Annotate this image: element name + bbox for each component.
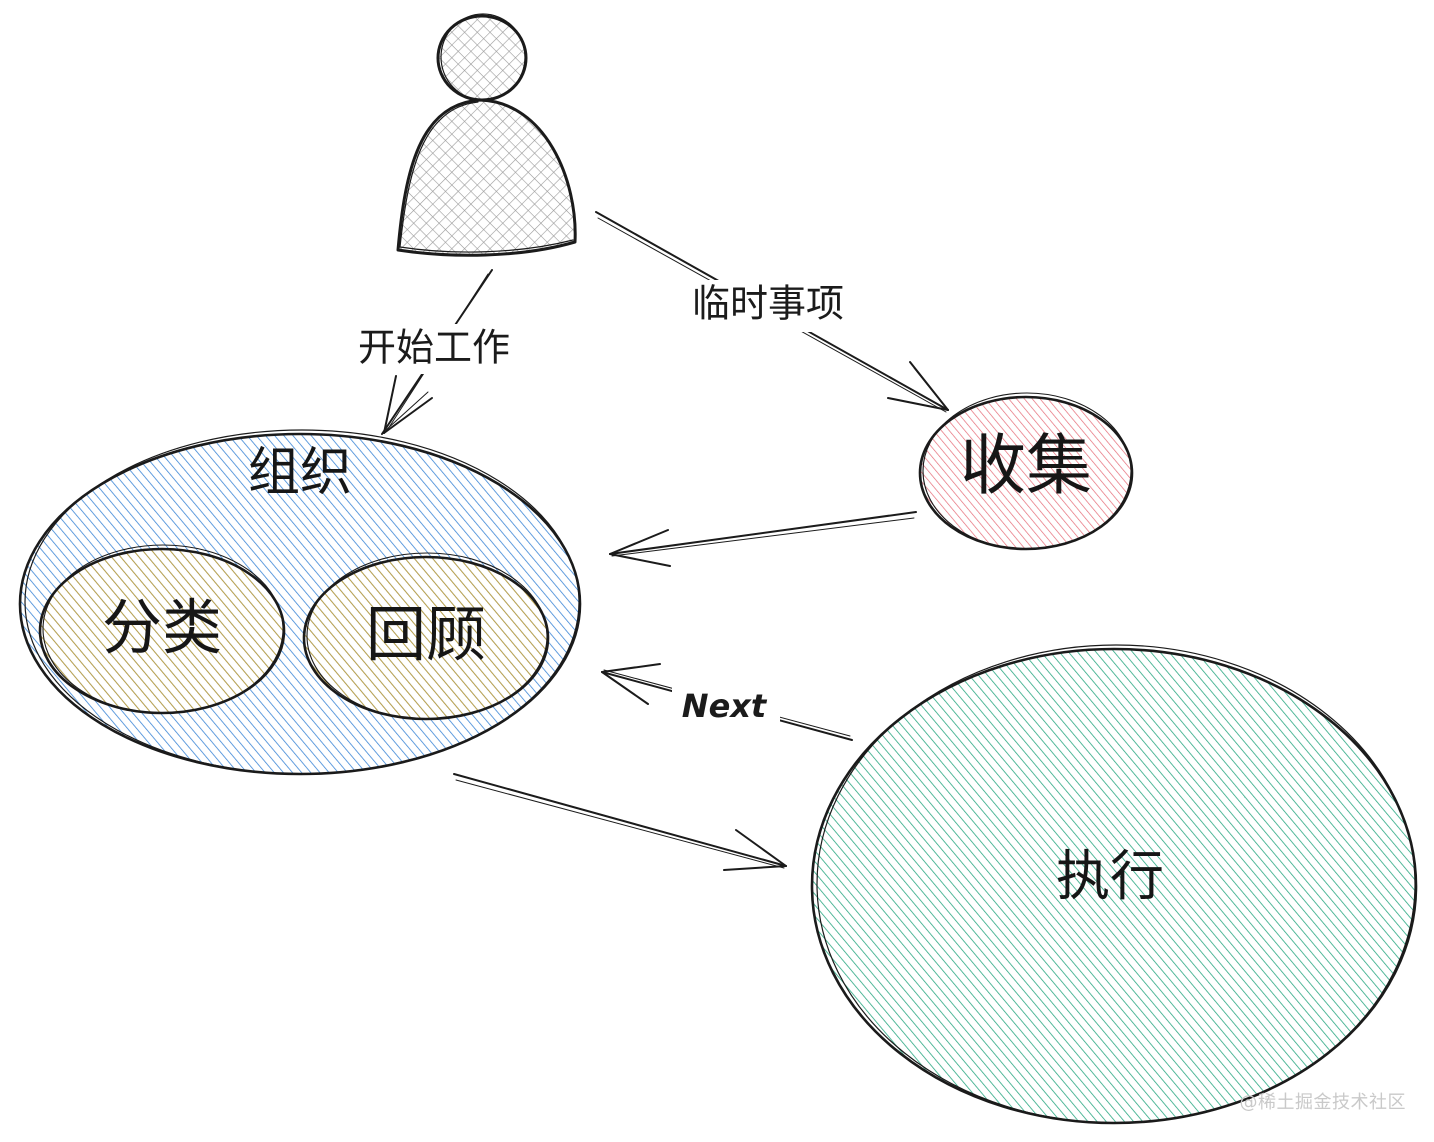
collect-node: 收集 xyxy=(918,392,1134,551)
watermark: @稀土掘金技术社区 xyxy=(1239,1092,1406,1113)
organize-label: 组织 xyxy=(248,443,352,503)
review-node: 回顾 xyxy=(302,552,550,721)
review-label: 回顾 xyxy=(366,601,486,671)
execute-label: 执行 xyxy=(1056,845,1164,908)
next-label: Next xyxy=(682,687,768,725)
classify-label: 分类 xyxy=(102,594,222,664)
execute-node: 执行 xyxy=(810,644,1418,1125)
start-work-label: 开始工作 xyxy=(358,326,510,370)
arrow-organize-to-execute xyxy=(453,773,787,871)
person-icon xyxy=(396,13,577,257)
classify-node: 分类 xyxy=(38,544,286,715)
collect-label: 收集 xyxy=(960,427,1092,504)
arrow-collect-to-organize xyxy=(609,511,917,567)
ad-hoc-label: 临时事项 xyxy=(692,282,844,326)
